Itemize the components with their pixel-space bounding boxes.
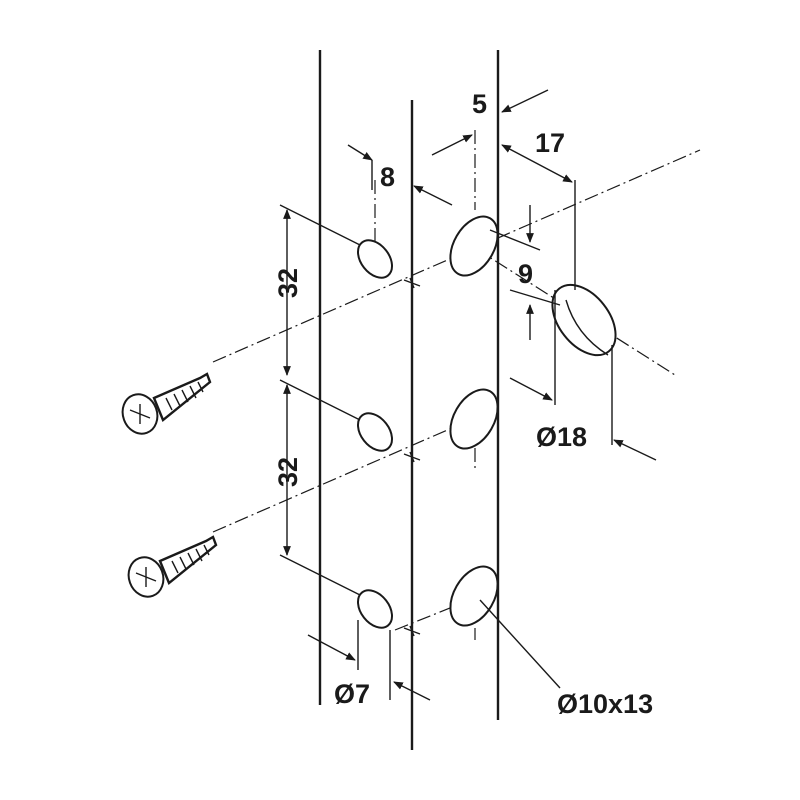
dim-line-overall-depth — [501, 144, 573, 183]
center-lines — [212, 130, 701, 640]
screw-hole-top — [357, 239, 393, 279]
label-hole-offset: 8 — [380, 162, 395, 192]
label-slot-size: Ø10x13 — [557, 689, 653, 719]
screw-bottom — [127, 535, 218, 598]
dimension-labels: 5 17 8 32 32 9 Ø18 Ø7 Ø10x13 — [273, 89, 653, 719]
dimension-lines — [283, 89, 657, 701]
screw-holes — [357, 239, 393, 629]
screw-slot-bottom — [135, 567, 157, 587]
counterbore-inner — [565, 299, 609, 356]
edge-crosses — [403, 277, 421, 637]
counterbore — [551, 283, 617, 357]
leader-slot — [479, 599, 561, 689]
dim-line-cb-dia-b — [613, 439, 657, 461]
centerline-row-3 — [394, 597, 476, 631]
slot-hole-bottom — [449, 565, 499, 627]
label-counterbore-diameter: Ø18 — [536, 422, 587, 452]
centerline-row-1b — [474, 149, 701, 249]
cross-middle — [403, 451, 421, 463]
dim-line-screw-dia-a — [307, 634, 356, 661]
dim-line-hole-offset-a — [347, 144, 373, 161]
slot-hole-middle — [449, 388, 499, 450]
centerline-counterbore — [474, 247, 676, 376]
screw-thread-bottom — [171, 544, 210, 574]
label-offset-depth: 5 — [472, 89, 487, 119]
dim-line-offset-depth — [501, 89, 549, 113]
extension-lines — [279, 160, 613, 700]
screw-hole-middle — [357, 412, 393, 452]
label-counterbore-height: 9 — [518, 259, 533, 289]
screw-slot-top — [129, 404, 151, 424]
centerline-row-2 — [212, 417, 476, 533]
screw-shank-top — [152, 372, 212, 422]
dim-line-cb-dia-a — [509, 377, 553, 401]
dim-line-screw-dia-b — [393, 681, 431, 701]
screw-thread-top — [165, 381, 204, 411]
screw-top — [121, 372, 212, 435]
dim-line-offset-depth-b — [431, 134, 473, 156]
label-spacing-bottom: 32 — [273, 457, 303, 487]
cross-top — [403, 277, 421, 289]
screw-shank-bottom — [158, 535, 218, 585]
centerline-row-1 — [212, 247, 476, 363]
label-screw-hole-diameter: Ø7 — [334, 679, 370, 709]
cross-bottom — [403, 625, 421, 637]
label-spacing-top: 32 — [273, 268, 303, 298]
panel-edges — [318, 50, 500, 750]
screw-hole-bottom — [357, 589, 393, 629]
slot-holes — [449, 215, 499, 627]
counterbore-outer — [551, 283, 617, 357]
dim-line-hole-offset-b — [413, 185, 453, 206]
label-overall-depth: 17 — [535, 128, 565, 158]
slot-hole-top — [449, 215, 499, 277]
